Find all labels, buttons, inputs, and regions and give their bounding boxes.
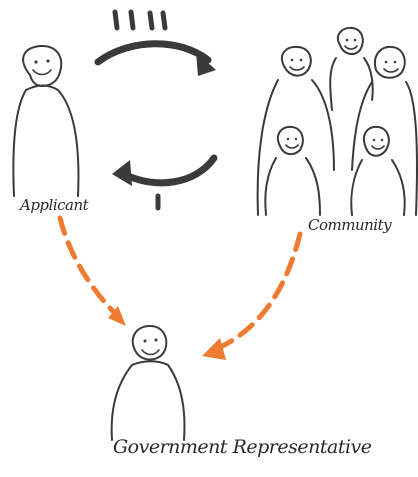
government-label: Government Representative — [113, 436, 372, 458]
community-label: Community — [308, 216, 392, 234]
applicant-body — [12, 84, 80, 197]
dashed-arrow-applicant-to-government — [57, 215, 126, 326]
dashed-arrow-community-to-government — [202, 231, 303, 360]
applicant-eye-left — [34, 60, 38, 64]
applicant-label: Applicant — [20, 196, 89, 214]
applicant-head — [22, 44, 63, 87]
government-figure — [110, 325, 186, 441]
applicant-smile — [32, 69, 52, 76]
applicant-eye-right — [46, 59, 50, 63]
community-figures — [256, 26, 418, 216]
community-head-2 — [280, 45, 312, 77]
community-head-3 — [374, 45, 406, 79]
community-head-4 — [276, 125, 304, 156]
government-head — [131, 325, 168, 361]
community-head-1 — [336, 26, 364, 55]
arrow-to-community — [94, 40, 216, 76]
government-body — [110, 360, 186, 441]
applicant-figure — [12, 44, 80, 197]
community-head-5 — [362, 125, 390, 157]
speech-marks-top — [112, 9, 168, 31]
arrow-to-applicant — [112, 154, 218, 187]
